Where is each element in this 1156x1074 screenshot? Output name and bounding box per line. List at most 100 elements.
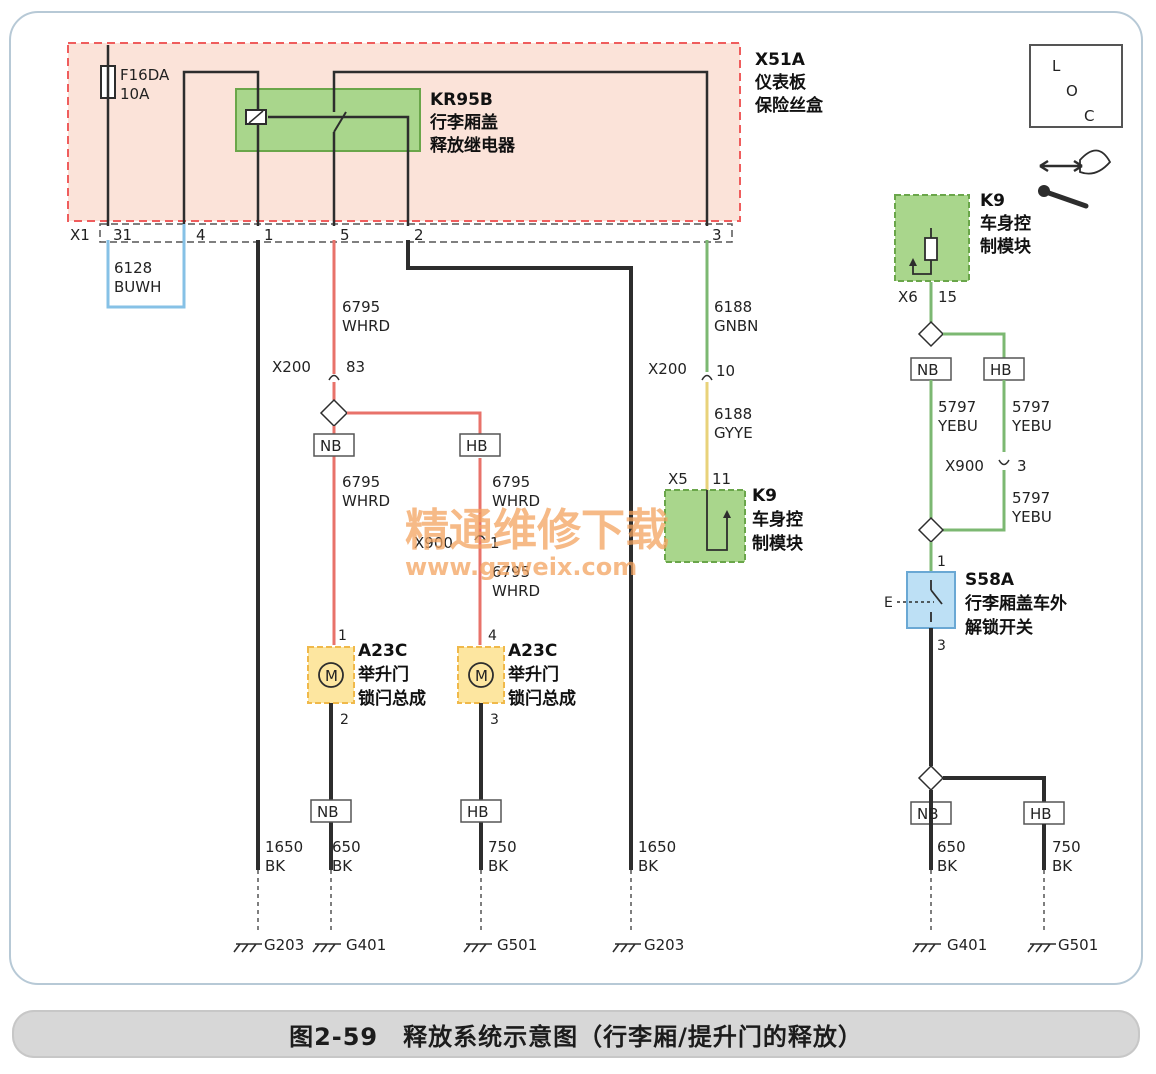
ground-g501-left: G501 xyxy=(497,936,537,954)
k9-upper-id: K9 xyxy=(980,191,1005,211)
splice-right-top xyxy=(917,320,945,348)
wire-6188-color-top: GNBN xyxy=(714,317,758,335)
wire-6795-color-nb: WHRD xyxy=(342,492,390,510)
wire-5797-number-hb2: 5797 xyxy=(1012,489,1050,507)
loc-icon xyxy=(1029,44,1123,128)
wire-5797-hb xyxy=(943,470,1006,532)
x900-left-pin: 1 xyxy=(490,534,500,552)
k9-upper-name-1: 车身控 xyxy=(980,213,1031,234)
motor-left-id: A23C xyxy=(358,641,407,661)
motor-symbol-right xyxy=(468,662,494,688)
x5-pin: 11 xyxy=(712,470,731,488)
service-icon xyxy=(1038,149,1112,209)
hb-label-left: HB xyxy=(466,437,488,455)
loc-l: L xyxy=(1052,57,1061,75)
x1-pin-31: 31 xyxy=(113,226,132,244)
ground-g401-left: G401 xyxy=(346,936,386,954)
motor-left-pin-bottom: 2 xyxy=(340,712,349,728)
ground-g401-right: G401 xyxy=(947,936,987,954)
w650-right-color: BK xyxy=(937,857,958,875)
w1650-right-number: 1650 xyxy=(638,838,676,856)
relay-id: KR95B xyxy=(430,90,493,110)
w750-left-color: BK xyxy=(488,857,509,875)
motor-left-m: M xyxy=(325,667,338,685)
motor-right-id: A23C xyxy=(508,641,557,661)
connector-x1 xyxy=(99,223,733,243)
nb-label-left: NB xyxy=(320,437,342,455)
motor-left-pin-top: 1 xyxy=(338,628,347,644)
wire-6128-number: 6128 xyxy=(114,259,152,277)
hb-label-bottom-left: HB xyxy=(467,803,489,821)
wire-5797-number-nb: 5797 xyxy=(938,398,976,416)
x1-pin-2: 2 xyxy=(414,226,424,244)
wire-internal-pin2 xyxy=(268,115,410,226)
relay-name-1: 行李厢盖 xyxy=(429,112,498,133)
wire-5797-color-hb2: YEBU xyxy=(1011,508,1052,526)
hb-label-right-top: HB xyxy=(990,361,1012,379)
wire-1650-right xyxy=(406,240,633,870)
w1650-right-color: BK xyxy=(638,857,659,875)
x900-right-id: X900 xyxy=(945,457,984,475)
diagram-frame xyxy=(9,11,1143,985)
x200-left-pin: 83 xyxy=(346,358,365,376)
fuse-rating: 10A xyxy=(120,85,150,103)
k9-upper-name-2: 制模块 xyxy=(980,236,1032,257)
motor-right-m: M xyxy=(475,667,488,685)
hb-label-right-bottom: HB xyxy=(1030,805,1052,823)
nb-box-bottom-left xyxy=(310,799,352,823)
x200-right-pin: 10 xyxy=(716,362,735,380)
wire-5797-color-hb: YEBU xyxy=(1011,417,1052,435)
ground-g203-right: G203 xyxy=(644,936,684,954)
watermark-line-2: www.gzweix.com xyxy=(405,553,637,581)
panel-id: X51A xyxy=(755,50,806,70)
w650-left-color: BK xyxy=(332,857,353,875)
k9-upper-pin: 15 xyxy=(938,288,957,306)
s58a-pin-bottom: 3 xyxy=(937,638,946,654)
relay-contact xyxy=(333,111,347,133)
wire-6795-color-hb: WHRD xyxy=(492,492,540,510)
motor-right-name-2: 锁闩总成 xyxy=(508,688,576,709)
x200-left-id: X200 xyxy=(272,358,311,376)
caption-bar: 图2-59 释放系统示意图（行李厢/提升门的释放） xyxy=(12,1010,1140,1058)
s58a-name-2: 解锁开关 xyxy=(965,617,1033,638)
w750-left-number: 750 xyxy=(488,838,517,856)
w1650-left-color: BK xyxy=(265,857,286,875)
nb-box-left xyxy=(313,433,355,457)
s58a-id: S58A xyxy=(965,570,1015,590)
w650-left-number: 650 xyxy=(332,838,361,856)
wire-6188-color-bottom: GYYE xyxy=(714,424,753,442)
nb-label-right-top: NB xyxy=(917,361,939,379)
nb-label-right-bottom: NB xyxy=(917,805,939,823)
ground-g501-right: G501 xyxy=(1058,936,1098,954)
x1-pin-1: 1 xyxy=(264,226,274,244)
x900-right-pin: 3 xyxy=(1017,457,1027,475)
wire-internal-pin4 xyxy=(182,70,260,226)
motor-left-name-1: 举升门 xyxy=(357,664,409,685)
wire-internal-pin3 xyxy=(332,70,709,226)
ground-g203-left: G203 xyxy=(264,936,304,954)
wire-5797-number-hb: 5797 xyxy=(1012,398,1050,416)
x1-label: X1 xyxy=(70,226,90,244)
watermark-line-1: 精通维修下载 xyxy=(405,505,669,556)
wire-6795-number-hb: 6795 xyxy=(492,473,530,491)
wire-6795-number-nb: 6795 xyxy=(342,473,380,491)
wire-6188-number-bottom: 6188 xyxy=(714,405,752,423)
k9-lower-name-1: 车身控 xyxy=(752,509,803,530)
wire-6795-color-hb2: WHRD xyxy=(492,582,540,600)
hb-box-left xyxy=(459,433,501,457)
ground-symbols xyxy=(233,943,1056,953)
w750-right-color: BK xyxy=(1052,857,1073,875)
nb-label-bottom-left: NB xyxy=(317,803,339,821)
wire-6188-number-top: 6188 xyxy=(714,298,752,316)
panel-name-1: 仪表板 xyxy=(754,72,807,93)
wire-6795-number-upper: 6795 xyxy=(342,298,380,316)
w650-right-number: 650 xyxy=(937,838,966,856)
wire-6128 xyxy=(106,224,186,309)
wire-5797-color-nb: YEBU xyxy=(937,417,978,435)
fuse-id: F16DA xyxy=(120,66,170,84)
x5-id: X5 xyxy=(668,470,688,488)
k9-lower-id: K9 xyxy=(752,486,777,506)
x1-pin-5: 5 xyxy=(340,226,350,244)
x200-right-id: X200 xyxy=(648,360,687,378)
